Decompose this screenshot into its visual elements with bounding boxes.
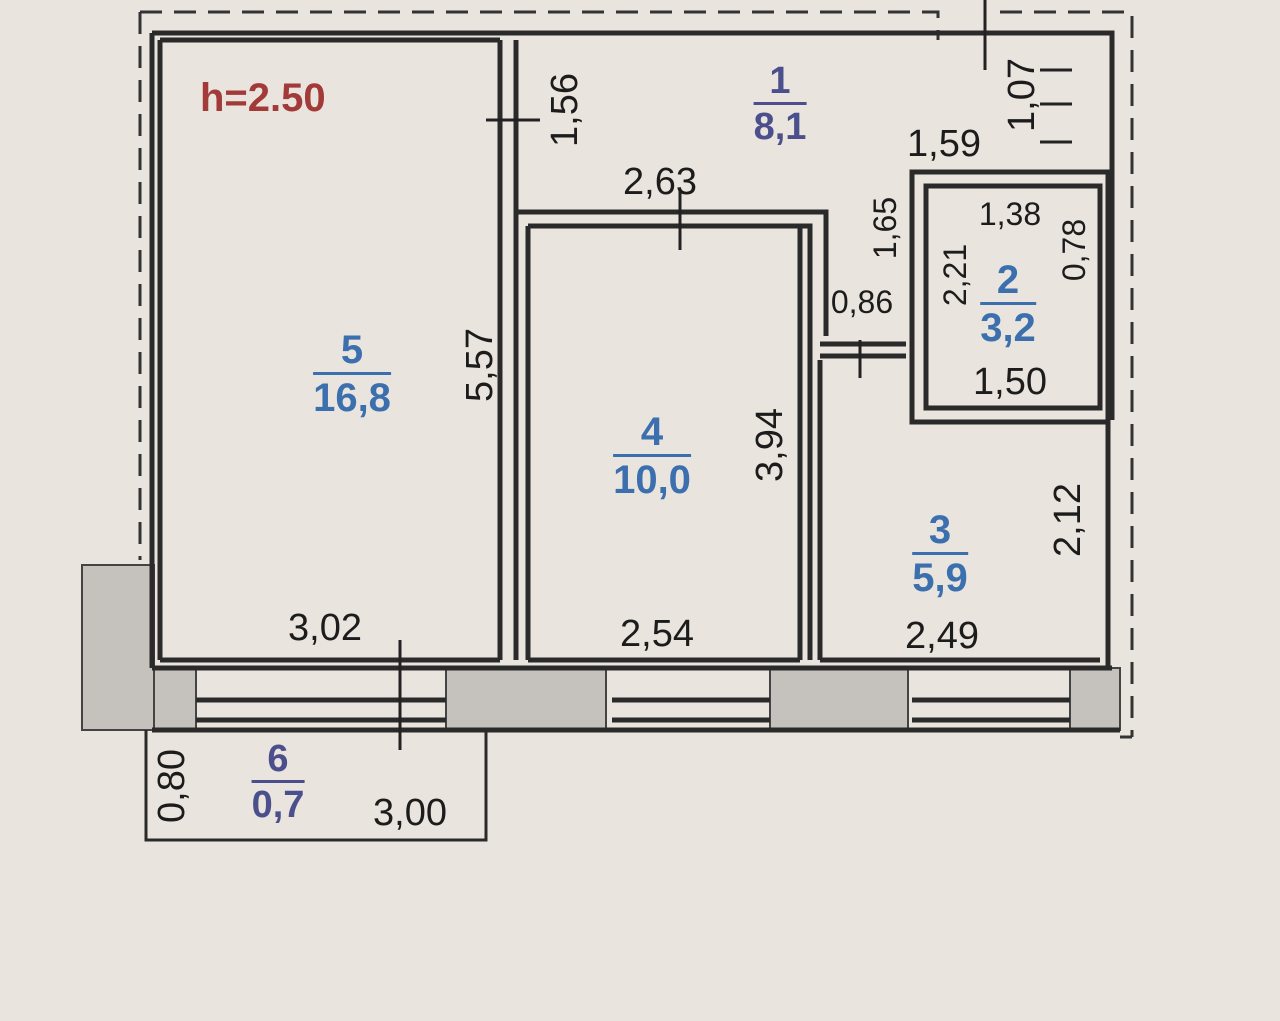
dimension-room5-width: 3,02: [288, 607, 362, 649]
balcony-outline: [144, 730, 488, 842]
facade-wall-blocks: [81, 564, 1121, 731]
dimension-room4-top: 2,63: [623, 161, 697, 203]
dimension-passage-depth: 1,65: [867, 196, 903, 260]
dimension-door-width: 1,07: [1001, 58, 1043, 132]
dimension-balcony-width: 3,00: [373, 792, 447, 834]
dimension-room5-height: 5,57: [459, 328, 501, 402]
room-1-label: 1 8,1: [753, 60, 807, 146]
dimension-room2-side: 0,78: [1056, 218, 1092, 282]
dimension-room1-width: 1,59: [907, 123, 981, 165]
room-6-label: 6 0,7: [251, 738, 305, 824]
dimension-room2-top: 1,38: [978, 196, 1042, 232]
dimension-ticks: [398, 0, 1072, 750]
room-area: 10,0: [613, 454, 691, 500]
dimension-room4-height: 3,94: [749, 408, 791, 482]
walls: [149, 30, 1120, 733]
room-5-label: 5 16,8: [313, 330, 391, 418]
room-area: 16,8: [313, 372, 391, 418]
dimension-corridor-depth: 1,56: [544, 73, 586, 147]
dimension-room3-width: 2,49: [905, 615, 979, 657]
ceiling-height-label: h=2.50: [200, 76, 326, 120]
room-area: 3,2: [980, 302, 1036, 348]
room-number: 1: [769, 60, 791, 102]
dimension-passage-width: 0,86: [830, 284, 894, 320]
room-area: 8,1: [753, 102, 807, 146]
dimension-room3-height: 2,12: [1047, 483, 1089, 557]
dimension-room2-height: 2,21: [937, 243, 973, 307]
room-number: 4: [640, 410, 664, 454]
room-number: 6: [267, 738, 289, 780]
room-3-label: 3 5,9: [912, 510, 968, 598]
room-number: 5: [340, 328, 364, 372]
dimension-room2-bottom: 1,50: [973, 361, 1047, 403]
room-area: 0,7: [251, 780, 305, 824]
room-4-label: 4 10,0: [613, 412, 691, 500]
room-2-label: 2 3,2: [980, 260, 1036, 348]
room-number: 3: [928, 508, 952, 552]
room-number: 2: [996, 258, 1020, 302]
dimension-balcony-depth: 0,80: [151, 749, 193, 823]
dimension-room4-width: 2,54: [620, 613, 694, 655]
room-area: 5,9: [912, 552, 968, 598]
